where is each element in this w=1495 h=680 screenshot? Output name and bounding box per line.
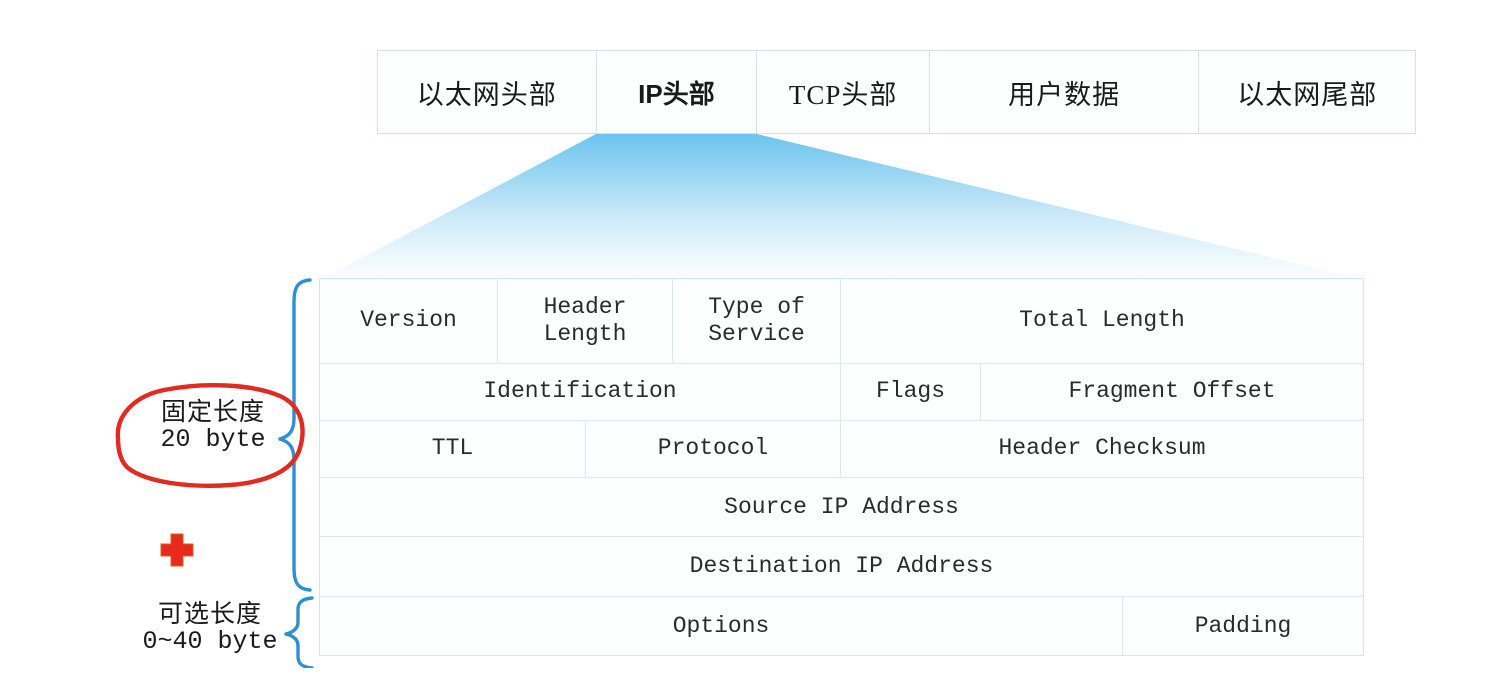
red-plus-icon: [160, 533, 194, 567]
fixed-length-annotation: 固定长度 20 byte: [128, 398, 298, 454]
fixed-length-label: 固定长度: [160, 398, 265, 426]
table-row: Destination IP Address: [320, 537, 1363, 598]
table-row: TTL Protocol Header Checksum: [320, 420, 1363, 479]
table-row: Identification Flags Fragment Offset: [320, 363, 1363, 421]
ip-header-field-table: Version Header Length Type of Service To…: [319, 278, 1364, 656]
table-row: Options Padding: [320, 597, 1363, 655]
field-fragment-offset: Fragment Offset: [1068, 378, 1276, 405]
field-header-length: Header Length: [498, 279, 673, 363]
table-row: Version Header Length Type of Service To…: [320, 279, 1363, 364]
frame-cell-user-data: 用户数据: [929, 51, 1200, 133]
field-protocol: Protocol: [586, 420, 841, 478]
field-destination-ip-address: Destination IP Address: [689, 553, 994, 580]
frame-cell-ethernet-trailer: 以太网尾部: [1199, 51, 1415, 133]
field-header-checksum: Header Checksum: [998, 435, 1206, 462]
zoom-funnel-connector: [320, 134, 1365, 280]
frame-cell-tcp-header: TCP头部: [757, 51, 930, 133]
field-total-length: Total Length: [1019, 307, 1185, 334]
field-identification: Identification: [320, 363, 841, 420]
field-ttl: TTL: [320, 420, 586, 478]
field-padding: Padding: [1194, 612, 1292, 639]
optional-length-value: 0~40 byte: [142, 627, 278, 656]
ethernet-frame-bar: 以太网头部 IP头部 TCP头部 用户数据 以太网尾部: [377, 50, 1416, 134]
optional-length-brace: [284, 596, 314, 668]
table-row: Source IP Address: [320, 478, 1363, 538]
field-type-of-service: Type of Service: [673, 279, 841, 363]
optional-length-label: 可选长度: [157, 600, 262, 628]
frame-cell-ip-header: IP头部: [596, 51, 758, 133]
frame-cell-ethernet-header: 以太网头部: [378, 51, 597, 133]
optional-length-annotation: 可选长度 0~40 byte: [125, 600, 295, 656]
field-source-ip-address: Source IP Address: [724, 493, 959, 520]
fixed-length-value: 20 byte: [160, 425, 266, 454]
field-options: Options: [320, 597, 1123, 655]
field-flags: Flags: [841, 363, 981, 420]
field-version: Version: [320, 279, 498, 363]
